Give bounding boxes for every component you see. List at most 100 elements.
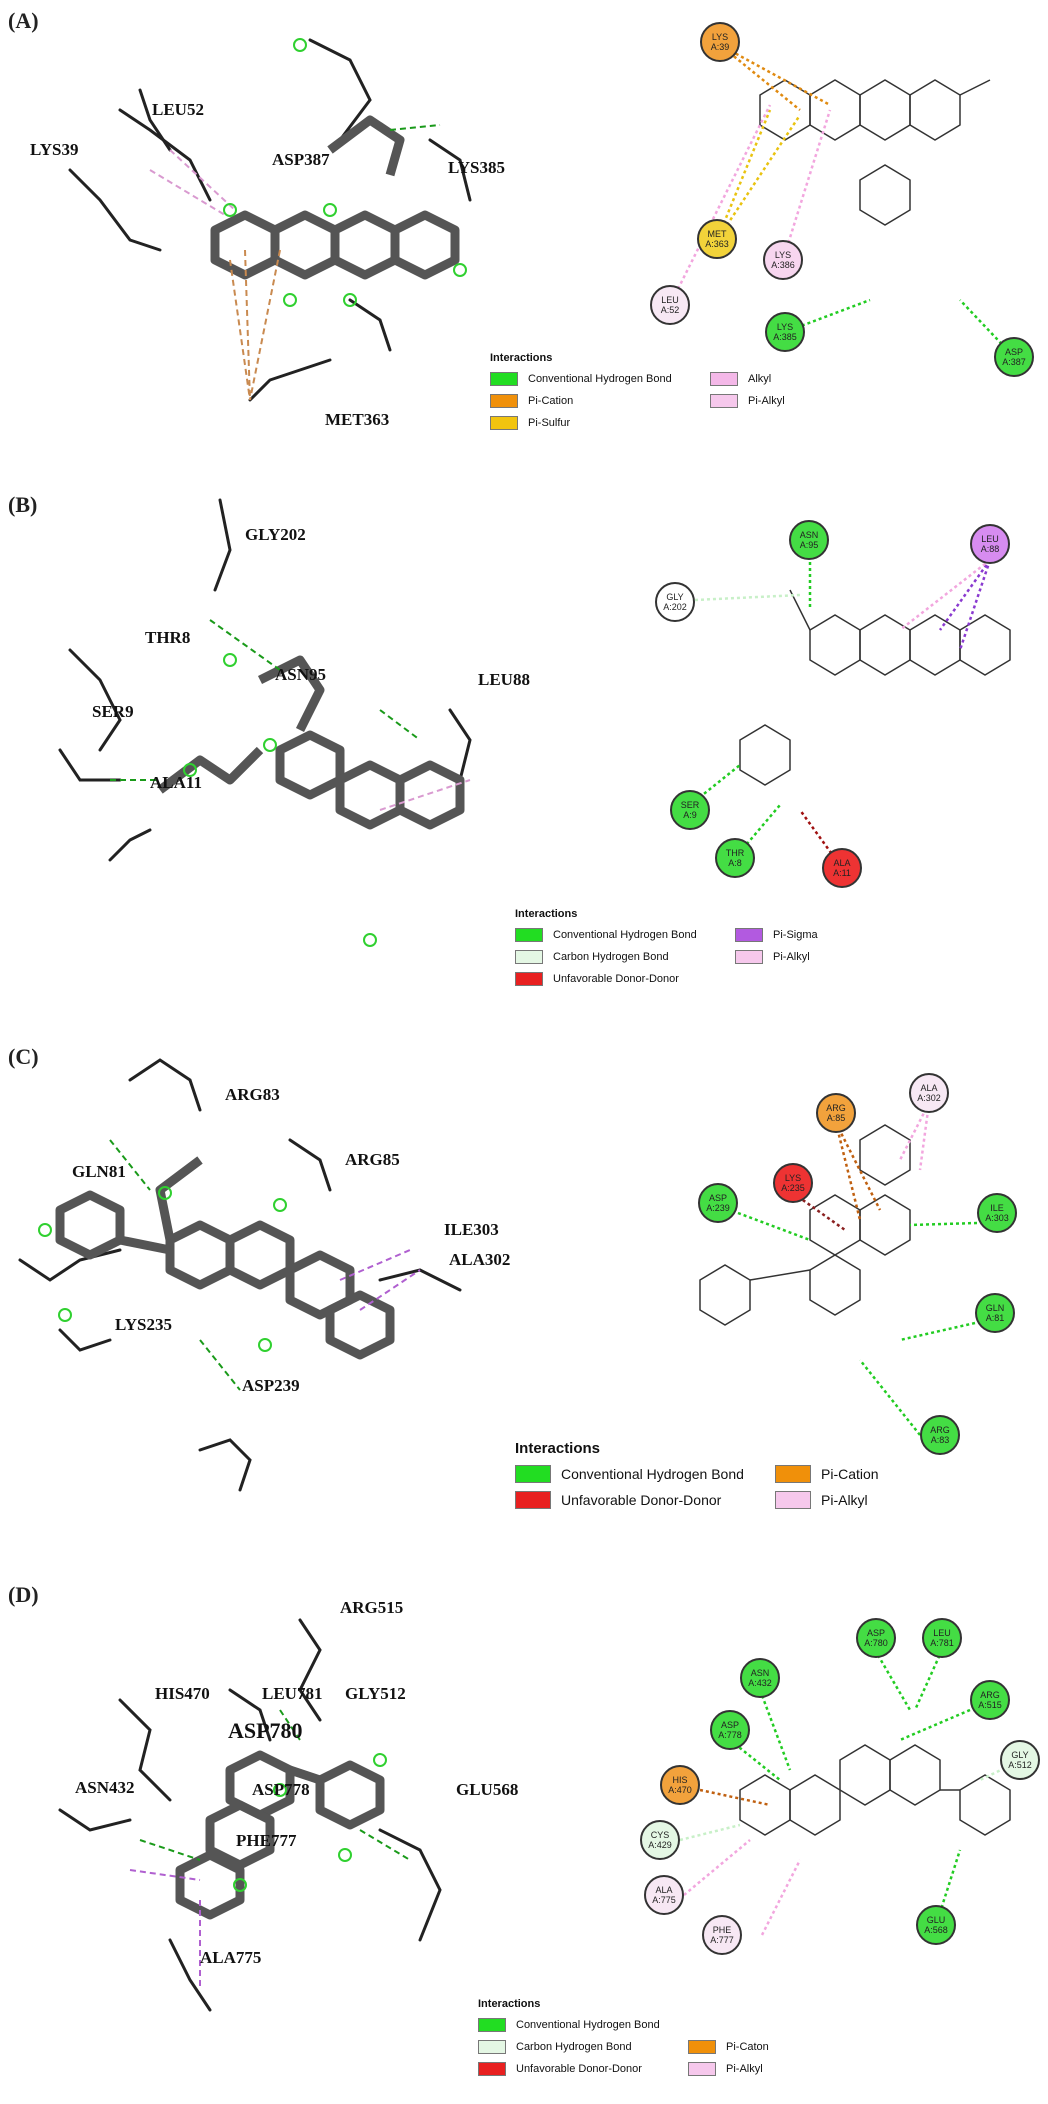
residue-chain: A:363 <box>705 239 729 249</box>
residue-disc: ASN A:432 <box>740 1658 780 1698</box>
residue-name: LYS <box>774 250 792 260</box>
legend-item: Unfavorable Donor-Donor <box>515 968 735 990</box>
residue-label-3d: LYS39 <box>30 140 79 159</box>
residue-name: GLY <box>666 592 684 602</box>
residue-chain: A:780 <box>864 1638 888 1648</box>
legend-item: Pi-Alkyl <box>775 1487 955 1513</box>
residue-disc: ALA A:302 <box>909 1073 949 1113</box>
residue-name: LEU <box>981 534 999 544</box>
residue-chain: A:52 <box>660 305 680 315</box>
residue-name: CYS <box>650 1830 670 1840</box>
residue-name: ASN <box>799 530 819 540</box>
residue-name: MET <box>707 229 727 239</box>
residue-chain: A:303 <box>985 1213 1009 1223</box>
residue-disc: LYS A:385 <box>765 312 805 352</box>
legend-title: Interactions <box>490 352 553 364</box>
legend-item: Unfavorable Donor-Donor <box>478 2058 688 2080</box>
legend-swatch <box>490 372 518 386</box>
legend-item: Carbon Hydrogen Bond <box>515 946 735 968</box>
residue-chain: A:432 <box>748 1678 772 1688</box>
legend-swatch <box>490 394 518 408</box>
residue-name: ASP <box>708 1193 727 1203</box>
residue-label-3d: ALA302 <box>449 1250 511 1269</box>
residue-chain: A:83 <box>930 1435 950 1445</box>
residue-disc: GLY A:202 <box>655 582 695 622</box>
legend-swatch <box>775 1491 811 1509</box>
residue-chain: A:11 <box>833 868 851 878</box>
residue-chain: A:202 <box>663 602 687 612</box>
residue-label-3d: GLN81 <box>72 1162 126 1181</box>
panel-a: (A) <box>0 0 1048 480</box>
residue-name: GLU <box>926 1915 946 1925</box>
residue-disc: ARG A:85 <box>816 1093 856 1133</box>
residue-disc: LEU A:52 <box>650 285 690 325</box>
residue-name: PHE <box>712 1925 732 1935</box>
residue-label-3d: THR8 <box>145 628 191 647</box>
residue-disc: ILE A:303 <box>977 1193 1017 1233</box>
residue-name: ASN <box>750 1668 770 1678</box>
legend-title: Interactions <box>515 1440 601 1457</box>
legend-swatch <box>490 416 518 430</box>
legend-swatch <box>710 394 738 408</box>
residue-chain: A:239 <box>706 1203 730 1213</box>
residue-disc: THR A:8 <box>715 838 755 878</box>
residue-chain: A:85 <box>826 1113 846 1123</box>
residue-name: GLY <box>1011 1750 1029 1760</box>
residue-chain: A:775 <box>652 1895 676 1905</box>
residue-label-3d: LYS385 <box>448 158 506 177</box>
legend-swatch <box>688 2040 716 2054</box>
residue-name: THR <box>725 848 745 858</box>
residue-label-3d: GLU568 <box>456 1780 519 1799</box>
panel-d: (D) ARG515 HIS470 <box>0 1540 1048 2104</box>
residue-name: ALA <box>655 1885 673 1895</box>
legend-swatch <box>515 1491 551 1509</box>
residue-chain: A:777 <box>710 1935 734 1945</box>
residue-disc: ARG A:515 <box>970 1680 1010 1720</box>
legend-swatch <box>478 2062 506 2076</box>
residue-name: ASP <box>720 1720 739 1730</box>
legend-item: Unfavorable Donor-Donor <box>515 1487 775 1513</box>
residue-chain: A:515 <box>978 1700 1002 1710</box>
legend-swatch <box>775 1465 811 1483</box>
residue-name: ALA <box>833 858 851 868</box>
residue-disc: ALA A:11 <box>822 848 862 888</box>
residue-label-3d: ASN95 <box>275 665 327 684</box>
panel-label: (C) <box>8 1044 39 1069</box>
residue-name: HIS <box>672 1775 688 1785</box>
legend-swatch <box>515 972 543 986</box>
residue-name: LEU <box>933 1628 951 1638</box>
legend-swatch <box>478 2018 506 2032</box>
residue-chain: A:39 <box>710 42 730 52</box>
residue-label-3d: LEU781 <box>262 1684 323 1703</box>
panel-a-3d-view <box>68 38 472 402</box>
legend-item: Conventional Hydrogen Bond <box>515 1461 775 1487</box>
panel-b-3d-view <box>58 498 472 947</box>
residue-disc: MET A:363 <box>697 219 737 259</box>
legend-item: Conventional Hydrogen Bond <box>478 2014 898 2036</box>
residue-label-3d: SER9 <box>92 702 134 721</box>
residue-chain: A:385 <box>773 332 797 342</box>
legend-swatch <box>515 1465 551 1483</box>
residue-label-3d: GLY202 <box>245 525 306 544</box>
residue-name: LYS <box>776 322 794 332</box>
panel-d-3d-view <box>58 1618 442 2012</box>
residue-disc: ASN A:95 <box>789 520 829 560</box>
residue-disc: ASP A:239 <box>698 1183 738 1223</box>
residue-label-3d: MET363 <box>325 410 390 429</box>
panel-a-2d-diagram <box>668 43 1015 358</box>
residue-label-3d: ALA11 <box>150 773 202 792</box>
legend-item: Pi-Sulfur <box>490 412 710 434</box>
residue-label-3d: LEU88 <box>478 670 530 689</box>
residue-label-3d: LYS235 <box>115 1315 173 1334</box>
legend-item: Conventional Hydrogen Bond <box>515 924 735 946</box>
residue-name: ASP <box>1004 347 1023 357</box>
residue-disc: ASP A:778 <box>710 1710 750 1750</box>
legend-item: Pi-Cation <box>490 390 710 412</box>
residue-chain: A:470 <box>668 1785 692 1795</box>
legend-title: Interactions <box>478 1998 541 2010</box>
residue-disc: LYS A:235 <box>773 1163 813 1203</box>
residue-name: ALA <box>920 1083 938 1093</box>
residue-label-3d: LEU52 <box>152 100 204 119</box>
legend-swatch <box>710 372 738 386</box>
residue-disc: SER A:9 <box>670 790 710 830</box>
